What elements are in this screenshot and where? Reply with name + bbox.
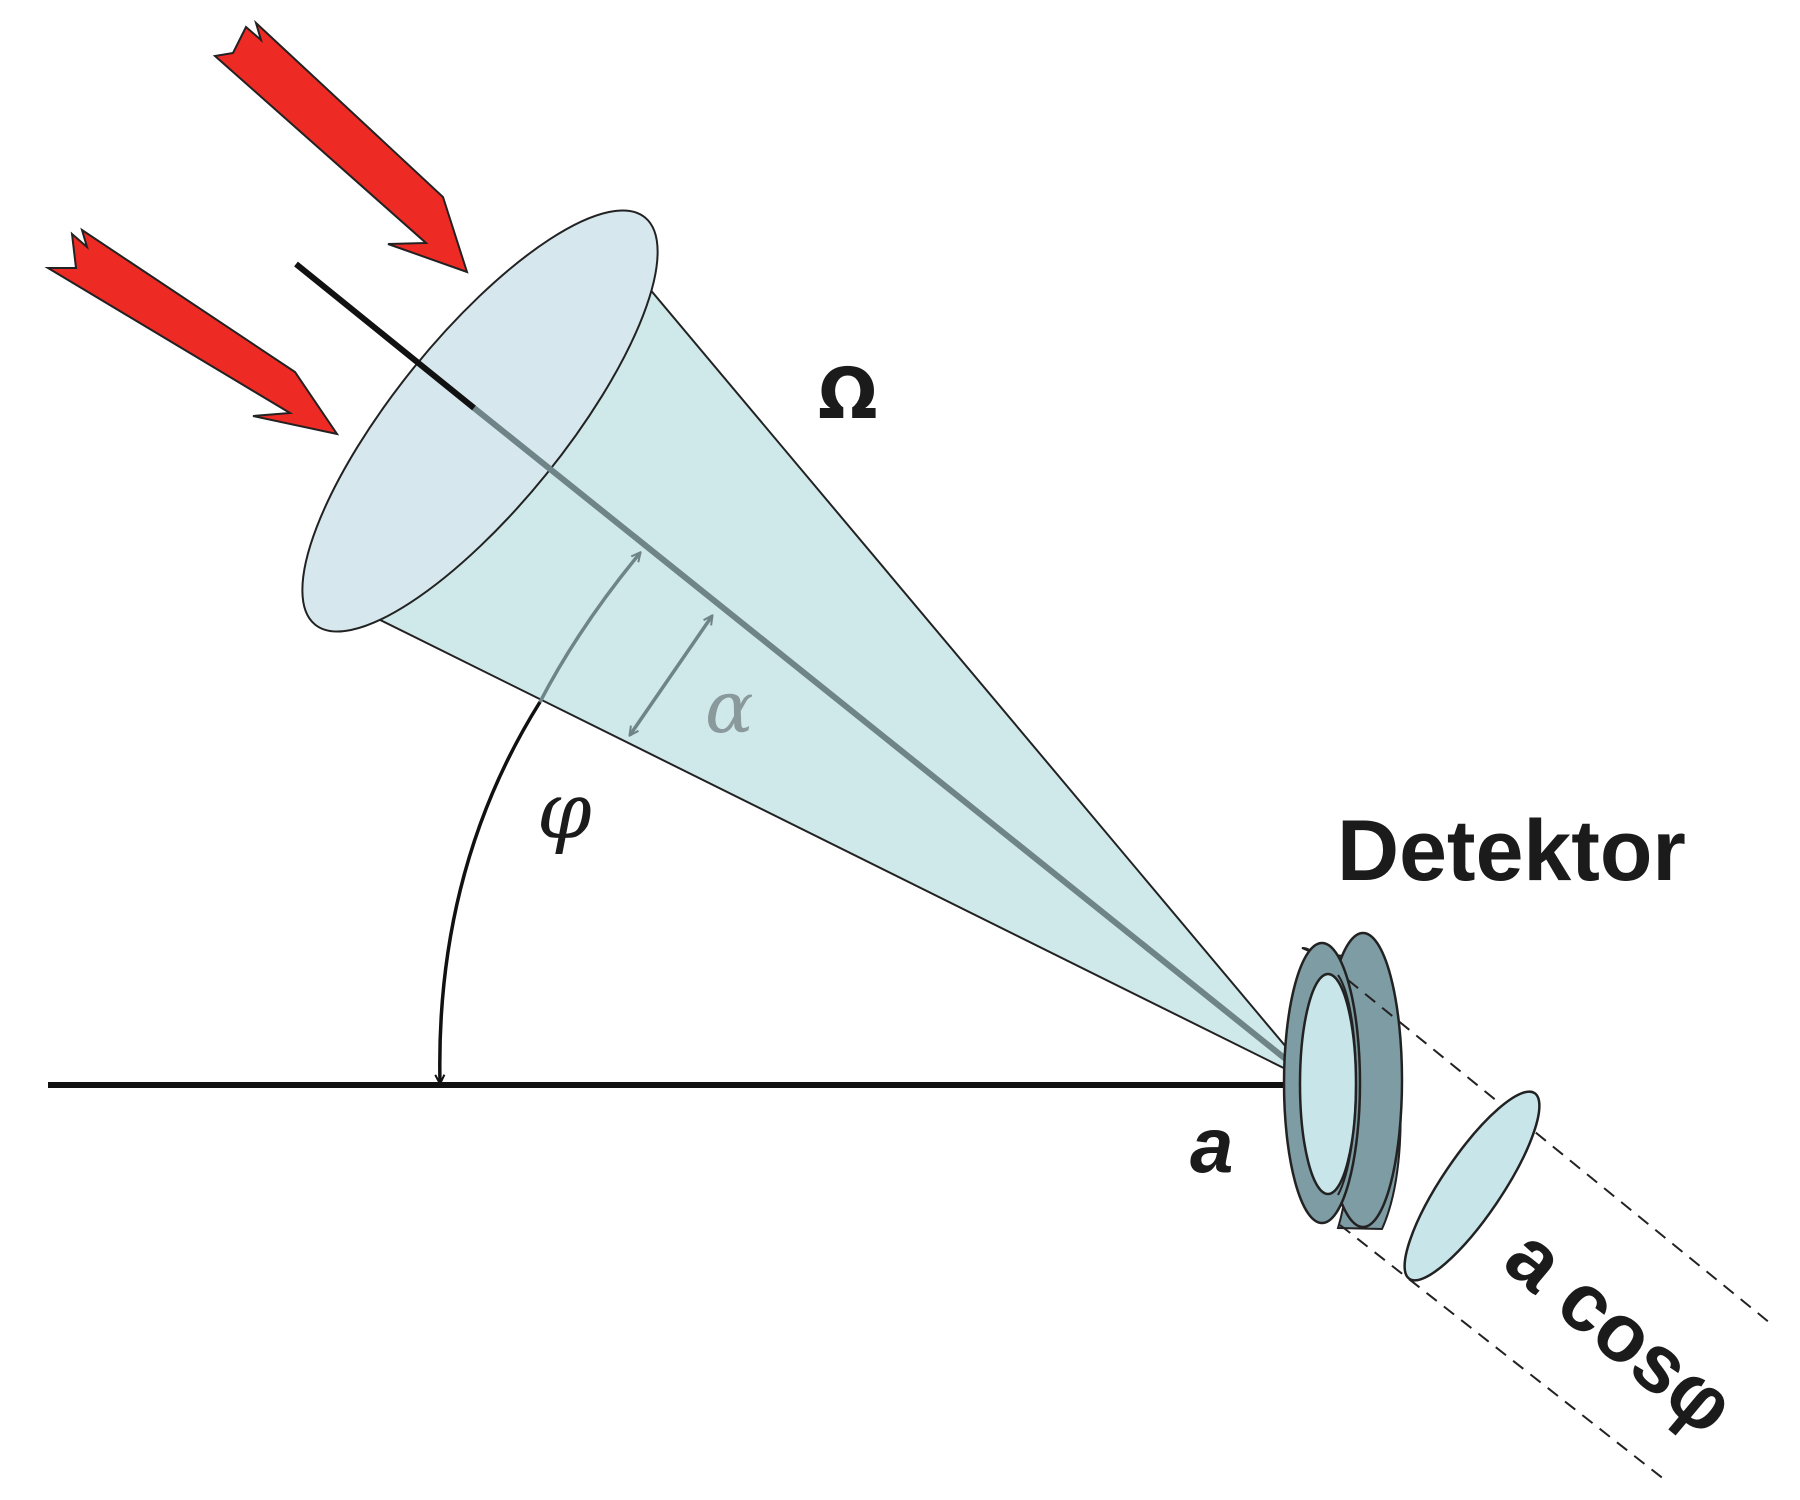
cone-mouth xyxy=(301,209,659,633)
phi-label: φ xyxy=(537,767,592,857)
cone-axis-outer-line xyxy=(294,261,476,411)
projection-dashed-line xyxy=(1347,979,1771,1324)
detector-label: Detektor xyxy=(1337,803,1686,899)
phi-angle-arc-inner xyxy=(538,553,640,703)
projection-dashed-line xyxy=(1339,1224,1666,1481)
phi-angle-arc xyxy=(440,701,542,1083)
alpha-label: α xyxy=(705,665,754,749)
solid-angle-cone xyxy=(301,209,1319,1086)
projected-area-disc xyxy=(1403,1090,1541,1282)
detector-disc-icon xyxy=(1282,931,1404,1231)
cone-axis-line xyxy=(472,405,1320,1088)
alpha-angle-arrow xyxy=(630,616,712,735)
omega-label: Ω xyxy=(818,353,878,435)
projected-area-label: a cosφ xyxy=(1488,1210,1752,1452)
red-arrow-icon xyxy=(212,19,469,274)
area-label: a xyxy=(1190,1101,1233,1189)
red-arrow-icon xyxy=(44,227,340,436)
